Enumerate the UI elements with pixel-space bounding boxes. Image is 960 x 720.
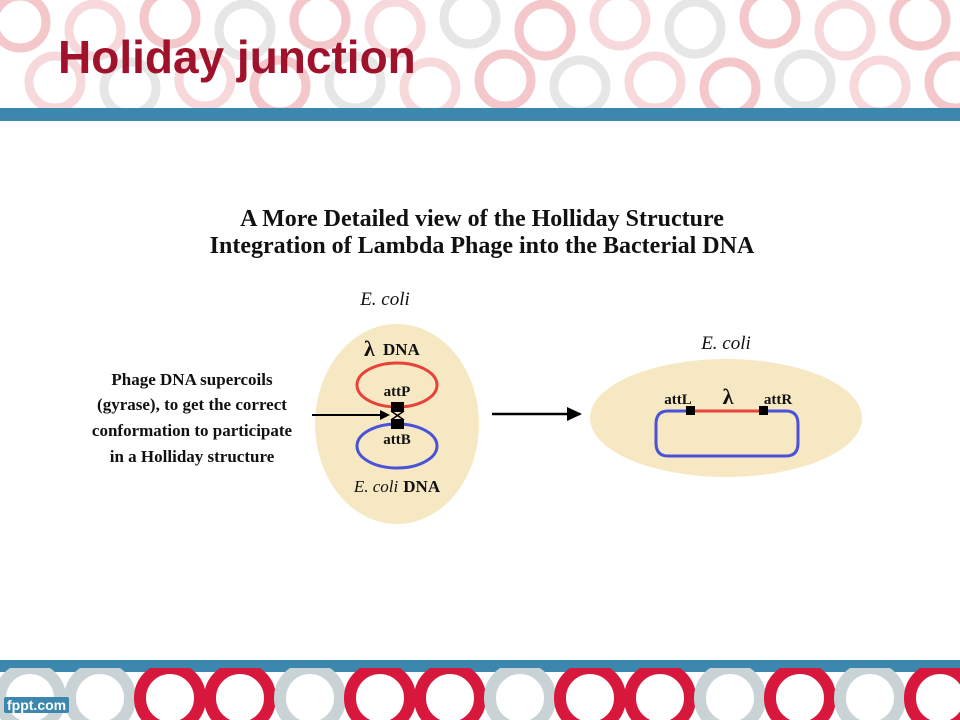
left-lambda-symbol: λ xyxy=(364,336,375,361)
site-pairing-line xyxy=(390,410,405,421)
callout-line-3: conformation to participate xyxy=(92,421,293,440)
callout-line-1: Phage DNA supercoils xyxy=(111,370,273,389)
attB-label: attB xyxy=(383,432,411,448)
attR-label: attR xyxy=(764,392,792,408)
attB-site-marker xyxy=(391,419,404,429)
attP-label: attP xyxy=(384,384,411,400)
right-lambda-symbol: λ xyxy=(723,384,734,409)
attR-site-marker xyxy=(759,406,768,415)
top-accent-band xyxy=(0,108,960,121)
left-cell-label: E. coli xyxy=(359,289,410,310)
ecoli-dna-label-suffix: DNA xyxy=(403,477,441,496)
diagram-heading-line1: A More Detailed view of the Holliday Str… xyxy=(240,206,724,232)
attL-label: attL xyxy=(664,392,692,408)
attL-site-marker xyxy=(686,406,695,415)
slide-title: Holiday junction xyxy=(58,31,416,83)
callout-line-2: (gyrase), to get the correct xyxy=(97,395,287,414)
bottom-ring-decoration xyxy=(0,668,960,720)
ring-pattern-top xyxy=(0,0,960,110)
callout-line-4: in a Holliday structure xyxy=(110,447,275,466)
diagram-heading-line2: Integration of Lambda Phage into the Bac… xyxy=(210,233,755,259)
right-cell xyxy=(590,359,862,477)
integrated-bacterial-dna xyxy=(654,409,800,458)
phage-dna-label: DNA xyxy=(383,340,421,359)
ecoli-dna-label-italic: E. coli xyxy=(353,477,399,496)
ring-pattern-bottom xyxy=(0,668,960,720)
fppt-watermark: fppt.com xyxy=(4,697,70,713)
attP-site-marker xyxy=(391,402,404,412)
top-ring-decoration xyxy=(0,0,960,110)
right-cell-label: E. coli xyxy=(700,333,751,354)
